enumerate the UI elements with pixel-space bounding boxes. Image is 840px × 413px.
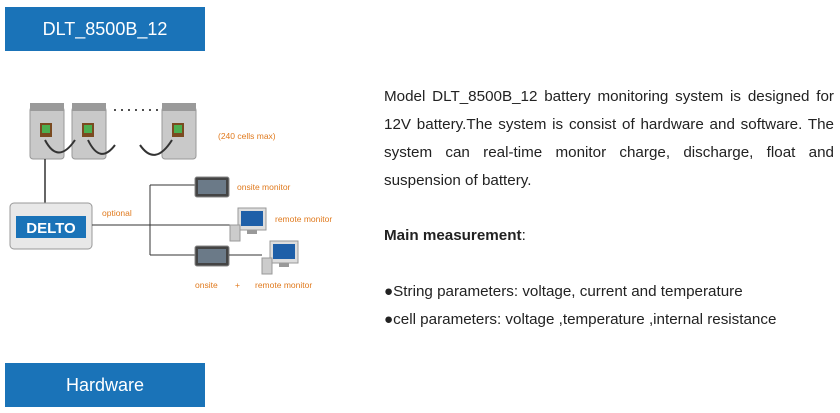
battery-icon (71, 103, 107, 160)
measurement-list: ●String parameters: voltage, current and… (384, 278, 776, 334)
list-item: ●cell parameters: voltage ,temperature ,… (384, 311, 777, 328)
main-measurement-heading: Main measurement: (384, 222, 526, 250)
hardware-button[interactable]: Hardware (5, 363, 205, 407)
list-item: ●String parameters: voltage, current and… (384, 283, 743, 300)
onsite-label: onsite (195, 280, 218, 290)
main-measurement-title: Main measurement (384, 227, 522, 244)
battery-chain-dots: ······· (112, 99, 161, 119)
optional-label: optional (102, 208, 132, 218)
system-diagram: ······· (240 cells max) DELTO optional o… (0, 95, 370, 310)
onsite-monitor-icon (194, 176, 230, 198)
battery-icon (29, 103, 65, 160)
remote-monitor-label-2: remote monitor (255, 280, 313, 290)
model-title-button[interactable]: DLT_8500B_12 (5, 7, 205, 51)
remote-monitor-icon (229, 207, 267, 242)
cells-max-label: (240 cells max) (218, 131, 276, 141)
remote-monitor-label: remote monitor (275, 214, 333, 224)
system-description: Model DLT_8500B_12 battery monitoring sy… (384, 88, 834, 189)
diagram-graphic (9, 103, 299, 275)
battery-icon (161, 103, 197, 160)
plus-label: + (235, 280, 240, 290)
delto-brand-label: DELTO (26, 220, 76, 237)
main-measurement-colon: : (521, 227, 526, 244)
onsite-monitor-label: onsite monitor (237, 182, 291, 192)
onsite-monitor-icon (194, 245, 230, 267)
remote-monitor-icon (261, 240, 299, 275)
delto-device-icon (9, 202, 93, 250)
